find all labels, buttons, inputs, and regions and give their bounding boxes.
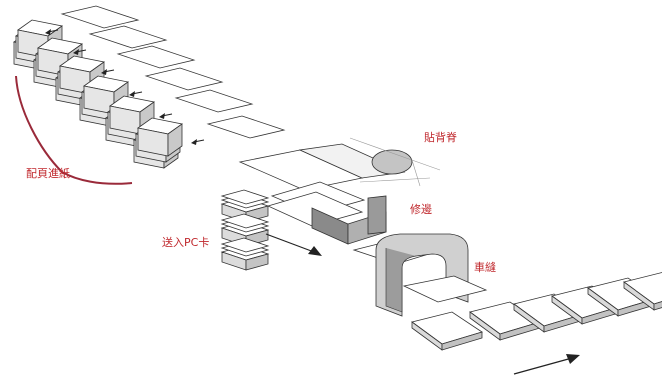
feed-sheet-5 <box>174 89 254 113</box>
flow-arrow-head <box>308 246 322 256</box>
feed-sheet-3 <box>116 45 196 69</box>
booklet-side-1 <box>441 331 483 351</box>
paper-stack-6-side <box>167 123 183 157</box>
label-sew: 車縫 <box>474 261 496 274</box>
spine-gluing-unit <box>238 137 441 191</box>
output-arrow-line <box>513 357 573 375</box>
feed-sheets <box>60 5 286 139</box>
flow-arrow-line <box>265 233 315 253</box>
pc-card-sheet-3 <box>220 237 270 253</box>
sewing-arch-inner <box>385 248 417 313</box>
collate-bracket <box>15 75 133 185</box>
sewing-unit <box>352 233 488 317</box>
paper-stack-3 <box>59 55 105 95</box>
flow-arrows <box>265 233 580 375</box>
pc-card-sheet-1 <box>220 189 270 205</box>
label-insert-pc-card: 送入PC卡 <box>162 236 210 249</box>
feed-arrow-head-1 <box>45 29 51 35</box>
guide-line <box>359 177 431 183</box>
collating-stacks <box>13 19 183 169</box>
feed-sheet-6 <box>206 115 286 139</box>
pc-card-stacks <box>220 189 270 271</box>
label-trim: 修邊 <box>410 203 432 216</box>
guide-line <box>349 137 441 171</box>
label-spine-glue: 貼背脊 <box>424 131 457 144</box>
feed-sheet-1 <box>60 5 140 29</box>
pc-card-side-3 <box>245 253 269 271</box>
trim-blade-side <box>367 195 387 235</box>
booklet-side-6 <box>653 301 662 311</box>
feed-arrow-head-4 <box>129 91 135 97</box>
sew-output-sheet <box>402 275 488 303</box>
trimming-unit <box>266 181 387 245</box>
feed-sheet-2 <box>88 25 168 49</box>
glue-roller <box>371 149 413 175</box>
feed-arrow-head-3 <box>101 69 107 75</box>
output-booklets <box>411 272 662 351</box>
guide-line <box>411 159 421 187</box>
paper-stack-6 <box>137 117 183 157</box>
pc-card-sheet-2 <box>220 213 270 229</box>
output-arrow-head <box>566 354 580 364</box>
label-collate-feed: 配頁進紙 <box>26 167 70 180</box>
feed-arrow-head-2 <box>73 49 79 55</box>
feed-arrow-head-6 <box>191 139 197 145</box>
feed-sheet-4 <box>144 67 224 91</box>
feed-arrow-head-5 <box>159 113 165 119</box>
